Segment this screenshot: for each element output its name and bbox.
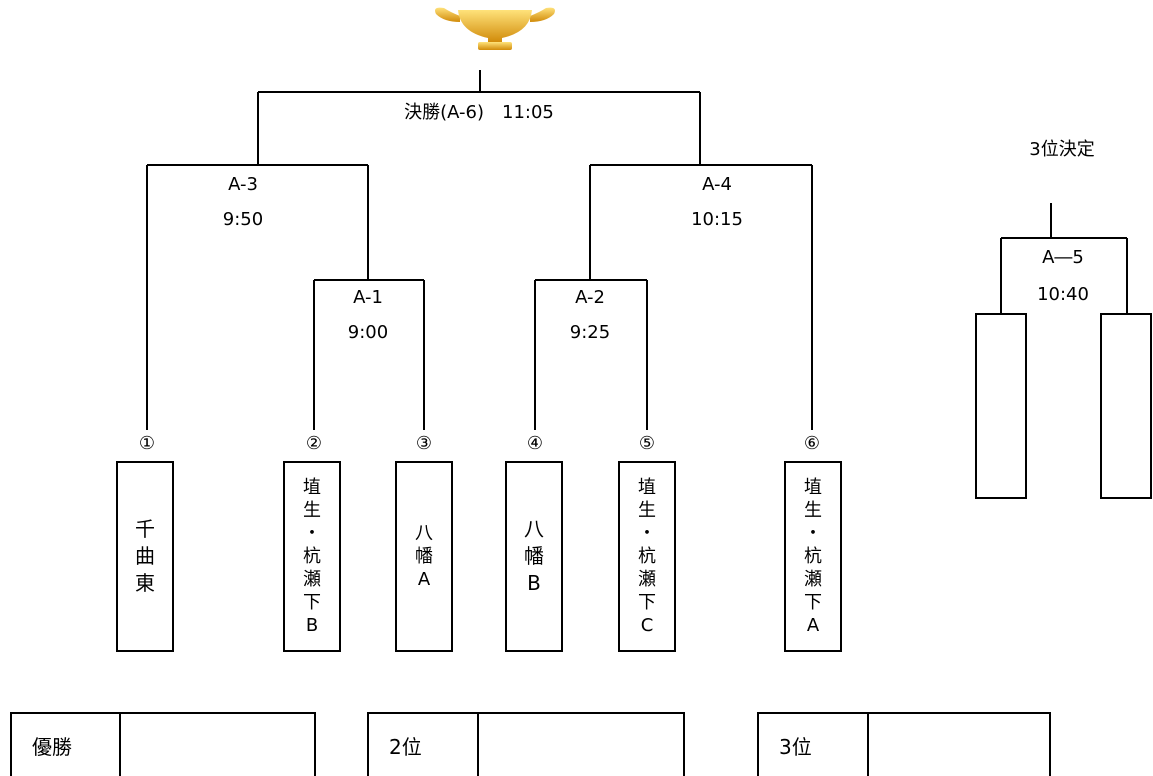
- result-first-value: [121, 714, 314, 776]
- team-char: 下: [303, 592, 321, 613]
- trophy-icon: [435, 7, 555, 50]
- team-box-1: 千 曲 東: [116, 461, 174, 652]
- result-second-label: 2位: [369, 714, 479, 776]
- team-char: 埴: [638, 477, 656, 498]
- result-third-value: [869, 714, 1049, 776]
- team-char: 下: [638, 592, 656, 613]
- third-place-box-left: [975, 313, 1027, 499]
- team-box-2: 埴 生 ・ 杭 瀬 下 B: [283, 461, 341, 652]
- team-char: ・: [638, 523, 656, 544]
- slot-number-4: ④: [526, 433, 544, 454]
- match-a1-time: 9:00: [347, 322, 389, 343]
- team-box-4: 八 幡 B: [505, 461, 563, 652]
- team-char: 曲: [135, 544, 155, 568]
- team-char: 瀬: [638, 569, 656, 590]
- team-box-3: 八 幡 A: [395, 461, 453, 652]
- team-char: ・: [303, 523, 321, 544]
- third-place-box-right: [1100, 313, 1152, 499]
- team-char: B: [527, 571, 541, 595]
- result-third-box: 3位: [757, 712, 1051, 776]
- slot-number-5: ⑤: [638, 433, 656, 454]
- result-first-label: 優勝: [12, 714, 121, 776]
- team-char: 杭: [638, 546, 656, 567]
- match-a3-time: 9:50: [222, 209, 264, 230]
- result-second-value: [479, 714, 683, 776]
- team-char: 埴: [804, 477, 822, 498]
- final-label: 決勝(A-6) 11:05: [404, 102, 554, 123]
- team-char: B: [305, 615, 319, 636]
- team-char: 下: [804, 592, 822, 613]
- team-char: 瀬: [303, 569, 321, 590]
- team-char: 埴: [303, 477, 321, 498]
- team-char: 幡: [415, 546, 433, 567]
- team-box-6: 埴 生 ・ 杭 瀬 下 A: [784, 461, 842, 652]
- team-char: ・: [804, 523, 822, 544]
- team-char: A: [806, 615, 820, 636]
- team-char: 千: [135, 517, 155, 541]
- team-char: A: [417, 569, 431, 590]
- team-char: 杭: [804, 546, 822, 567]
- team-char: 八: [524, 517, 544, 541]
- result-third-label: 3位: [759, 714, 869, 776]
- match-a2-name: A-2: [575, 287, 605, 308]
- slot-number-1: ①: [138, 433, 156, 454]
- team-char: 東: [135, 571, 155, 595]
- team-char: 八: [415, 523, 433, 544]
- match-a4-name: A-4: [702, 174, 732, 195]
- match-a5-time: 10:40: [1037, 284, 1089, 305]
- match-a1-name: A-1: [353, 287, 383, 308]
- slot-number-2: ②: [305, 433, 323, 454]
- team-char: 幡: [524, 544, 544, 568]
- match-a2-time: 9:25: [569, 322, 611, 343]
- match-a5-name: A―5: [1042, 247, 1084, 268]
- team-char: 生: [303, 500, 321, 521]
- match-a4-time: 10:15: [691, 209, 743, 230]
- slot-number-6: ⑥: [803, 433, 821, 454]
- team-char: 杭: [303, 546, 321, 567]
- team-char: 生: [804, 500, 822, 521]
- result-second-box: 2位: [367, 712, 685, 776]
- team-char: 生: [638, 500, 656, 521]
- team-box-5: 埴 生 ・ 杭 瀬 下 C: [618, 461, 676, 652]
- third-place-title: 3位決定: [1029, 139, 1095, 160]
- team-char: 瀬: [804, 569, 822, 590]
- team-char: C: [640, 615, 654, 636]
- slot-number-3: ③: [415, 433, 433, 454]
- match-a3-name: A-3: [228, 174, 258, 195]
- result-first-box: 優勝: [10, 712, 316, 776]
